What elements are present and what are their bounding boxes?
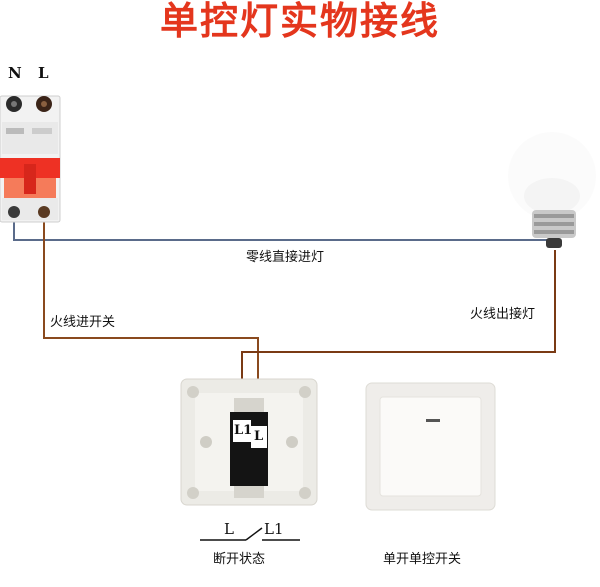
terminal-l1-label: L1 bbox=[234, 423, 253, 438]
switch-back bbox=[180, 378, 318, 506]
terminal-n-label: N bbox=[8, 64, 22, 82]
open-state-symbol bbox=[200, 527, 300, 541]
lamp-bulb bbox=[508, 132, 596, 248]
switch-caption: 单开单控开关 bbox=[383, 552, 462, 567]
neutral-wire-label: 零线直接进灯 bbox=[246, 250, 325, 265]
terminal-l-switch-label: L bbox=[254, 429, 264, 444]
switch-front bbox=[365, 382, 496, 511]
state-caption: 断开状态 bbox=[213, 552, 266, 567]
live-out-wire-label: 火线出接灯 bbox=[470, 307, 536, 322]
state-l1-label: L1 bbox=[264, 520, 284, 538]
circuit-breaker bbox=[0, 95, 61, 223]
terminal-l-label: L bbox=[38, 64, 49, 82]
neutral-wire bbox=[13, 220, 556, 241]
live-in-wire-label: 火线进开关 bbox=[50, 315, 116, 330]
state-l-label: L bbox=[224, 520, 234, 538]
diagram-title: 单控灯实物接线 bbox=[159, 0, 440, 43]
